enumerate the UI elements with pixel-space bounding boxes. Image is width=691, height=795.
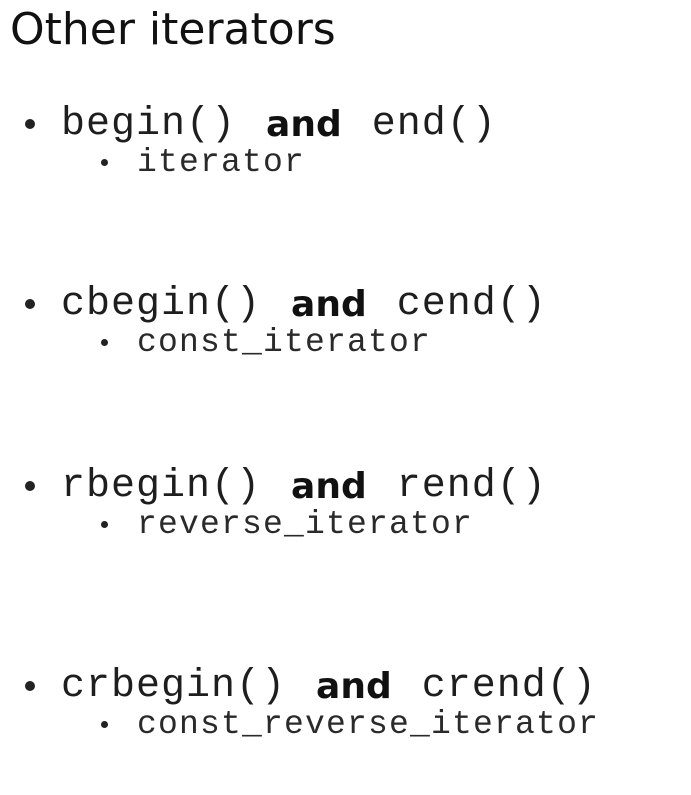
sub-bullet-dot-icon xyxy=(101,720,108,728)
sub-bullet-item: reverse_iterator xyxy=(101,502,473,546)
sub-bullet-dot-icon xyxy=(101,520,108,528)
bullet-item: begin() and end() xyxy=(25,100,497,148)
conjunction-text: and xyxy=(316,665,392,707)
iterator-type-name: reverse_iterator xyxy=(137,505,474,543)
conjunction-text: and xyxy=(291,465,367,507)
sub-bullet-dot-icon xyxy=(101,338,108,346)
begin-function-name: begin() xyxy=(61,101,237,147)
end-function-name: rend() xyxy=(396,463,547,509)
conjunction-text: and xyxy=(266,103,342,145)
sub-bullet-item: const_reverse_iterator xyxy=(101,702,599,746)
begin-function-name: crbegin() xyxy=(61,663,287,709)
iterator-type-name: iterator xyxy=(137,143,306,181)
bullet-dot-icon xyxy=(25,681,35,691)
iterator-type-name: const_iterator xyxy=(137,323,432,361)
end-function-name: crend() xyxy=(421,663,597,709)
sub-bullet-dot-icon xyxy=(101,158,108,166)
sub-bullet-item: const_iterator xyxy=(101,320,431,364)
slide-title: Other iterators xyxy=(10,4,336,55)
iterator-type-name: const_reverse_iterator xyxy=(137,705,600,743)
bullet-item: cbegin() and cend() xyxy=(25,280,547,328)
begin-function-name: cbegin() xyxy=(61,281,262,327)
sub-bullet-item: iterator xyxy=(101,140,305,184)
bullet-item: crbegin() and crend() xyxy=(25,662,597,710)
begin-function-name: rbegin() xyxy=(61,463,262,509)
bullet-item: rbegin() and rend() xyxy=(25,462,547,510)
conjunction-text: and xyxy=(291,283,367,325)
end-function-name: cend() xyxy=(396,281,547,327)
bullet-dot-icon xyxy=(25,481,35,491)
end-function-name: end() xyxy=(371,101,497,147)
bullet-dot-icon xyxy=(25,119,35,129)
bullet-dot-icon xyxy=(25,299,35,309)
